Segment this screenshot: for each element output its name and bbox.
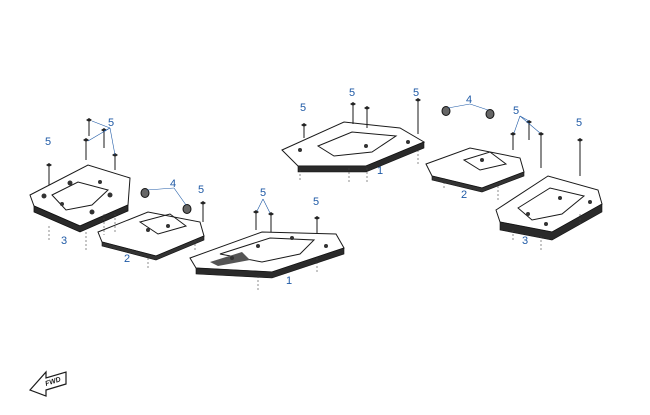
callout-5: 5: [198, 184, 205, 196]
bolts-left-group: [46, 118, 118, 250]
callout-5: 5: [576, 117, 583, 129]
front-rack-part-1-bottom: [189, 231, 345, 279]
cover-part-2-right: [425, 147, 525, 200]
bolts-right-group: [510, 120, 583, 250]
rear-rack-part-3-right: [495, 175, 603, 241]
callout-5: 5: [260, 187, 267, 199]
callout-5: 5: [313, 196, 320, 208]
front-rack-part-1-top: [281, 121, 426, 173]
caps-part-4-left: [140, 188, 206, 222]
callout-2: 2: [461, 189, 468, 201]
leader-lines: [87, 103, 541, 214]
callout-3: 3: [61, 235, 68, 247]
rear-rack-part-3-left: [29, 164, 131, 233]
callout-5: 5: [45, 136, 52, 148]
callout-5: 5: [349, 87, 356, 99]
caps-part-4-right: [441, 106, 495, 119]
callout-3: 3: [522, 235, 529, 247]
callout-2: 2: [124, 253, 131, 265]
cover-part-2-left: [97, 211, 205, 268]
callout-5: 5: [513, 105, 520, 117]
callout-1: 1: [377, 165, 384, 177]
bolts-center-top: [299, 98, 421, 182]
callout-1: 1: [286, 275, 293, 287]
callout-4: 4: [466, 94, 473, 106]
callout-5: 5: [300, 102, 307, 114]
bolts-center-bottom: [253, 210, 320, 290]
callout-5: 5: [413, 87, 420, 99]
callout-4: 4: [170, 178, 177, 190]
fwd-arrow: FWD: [28, 370, 67, 397]
callout-5: 5: [108, 117, 115, 129]
fwd-label: FWD: [44, 376, 61, 388]
